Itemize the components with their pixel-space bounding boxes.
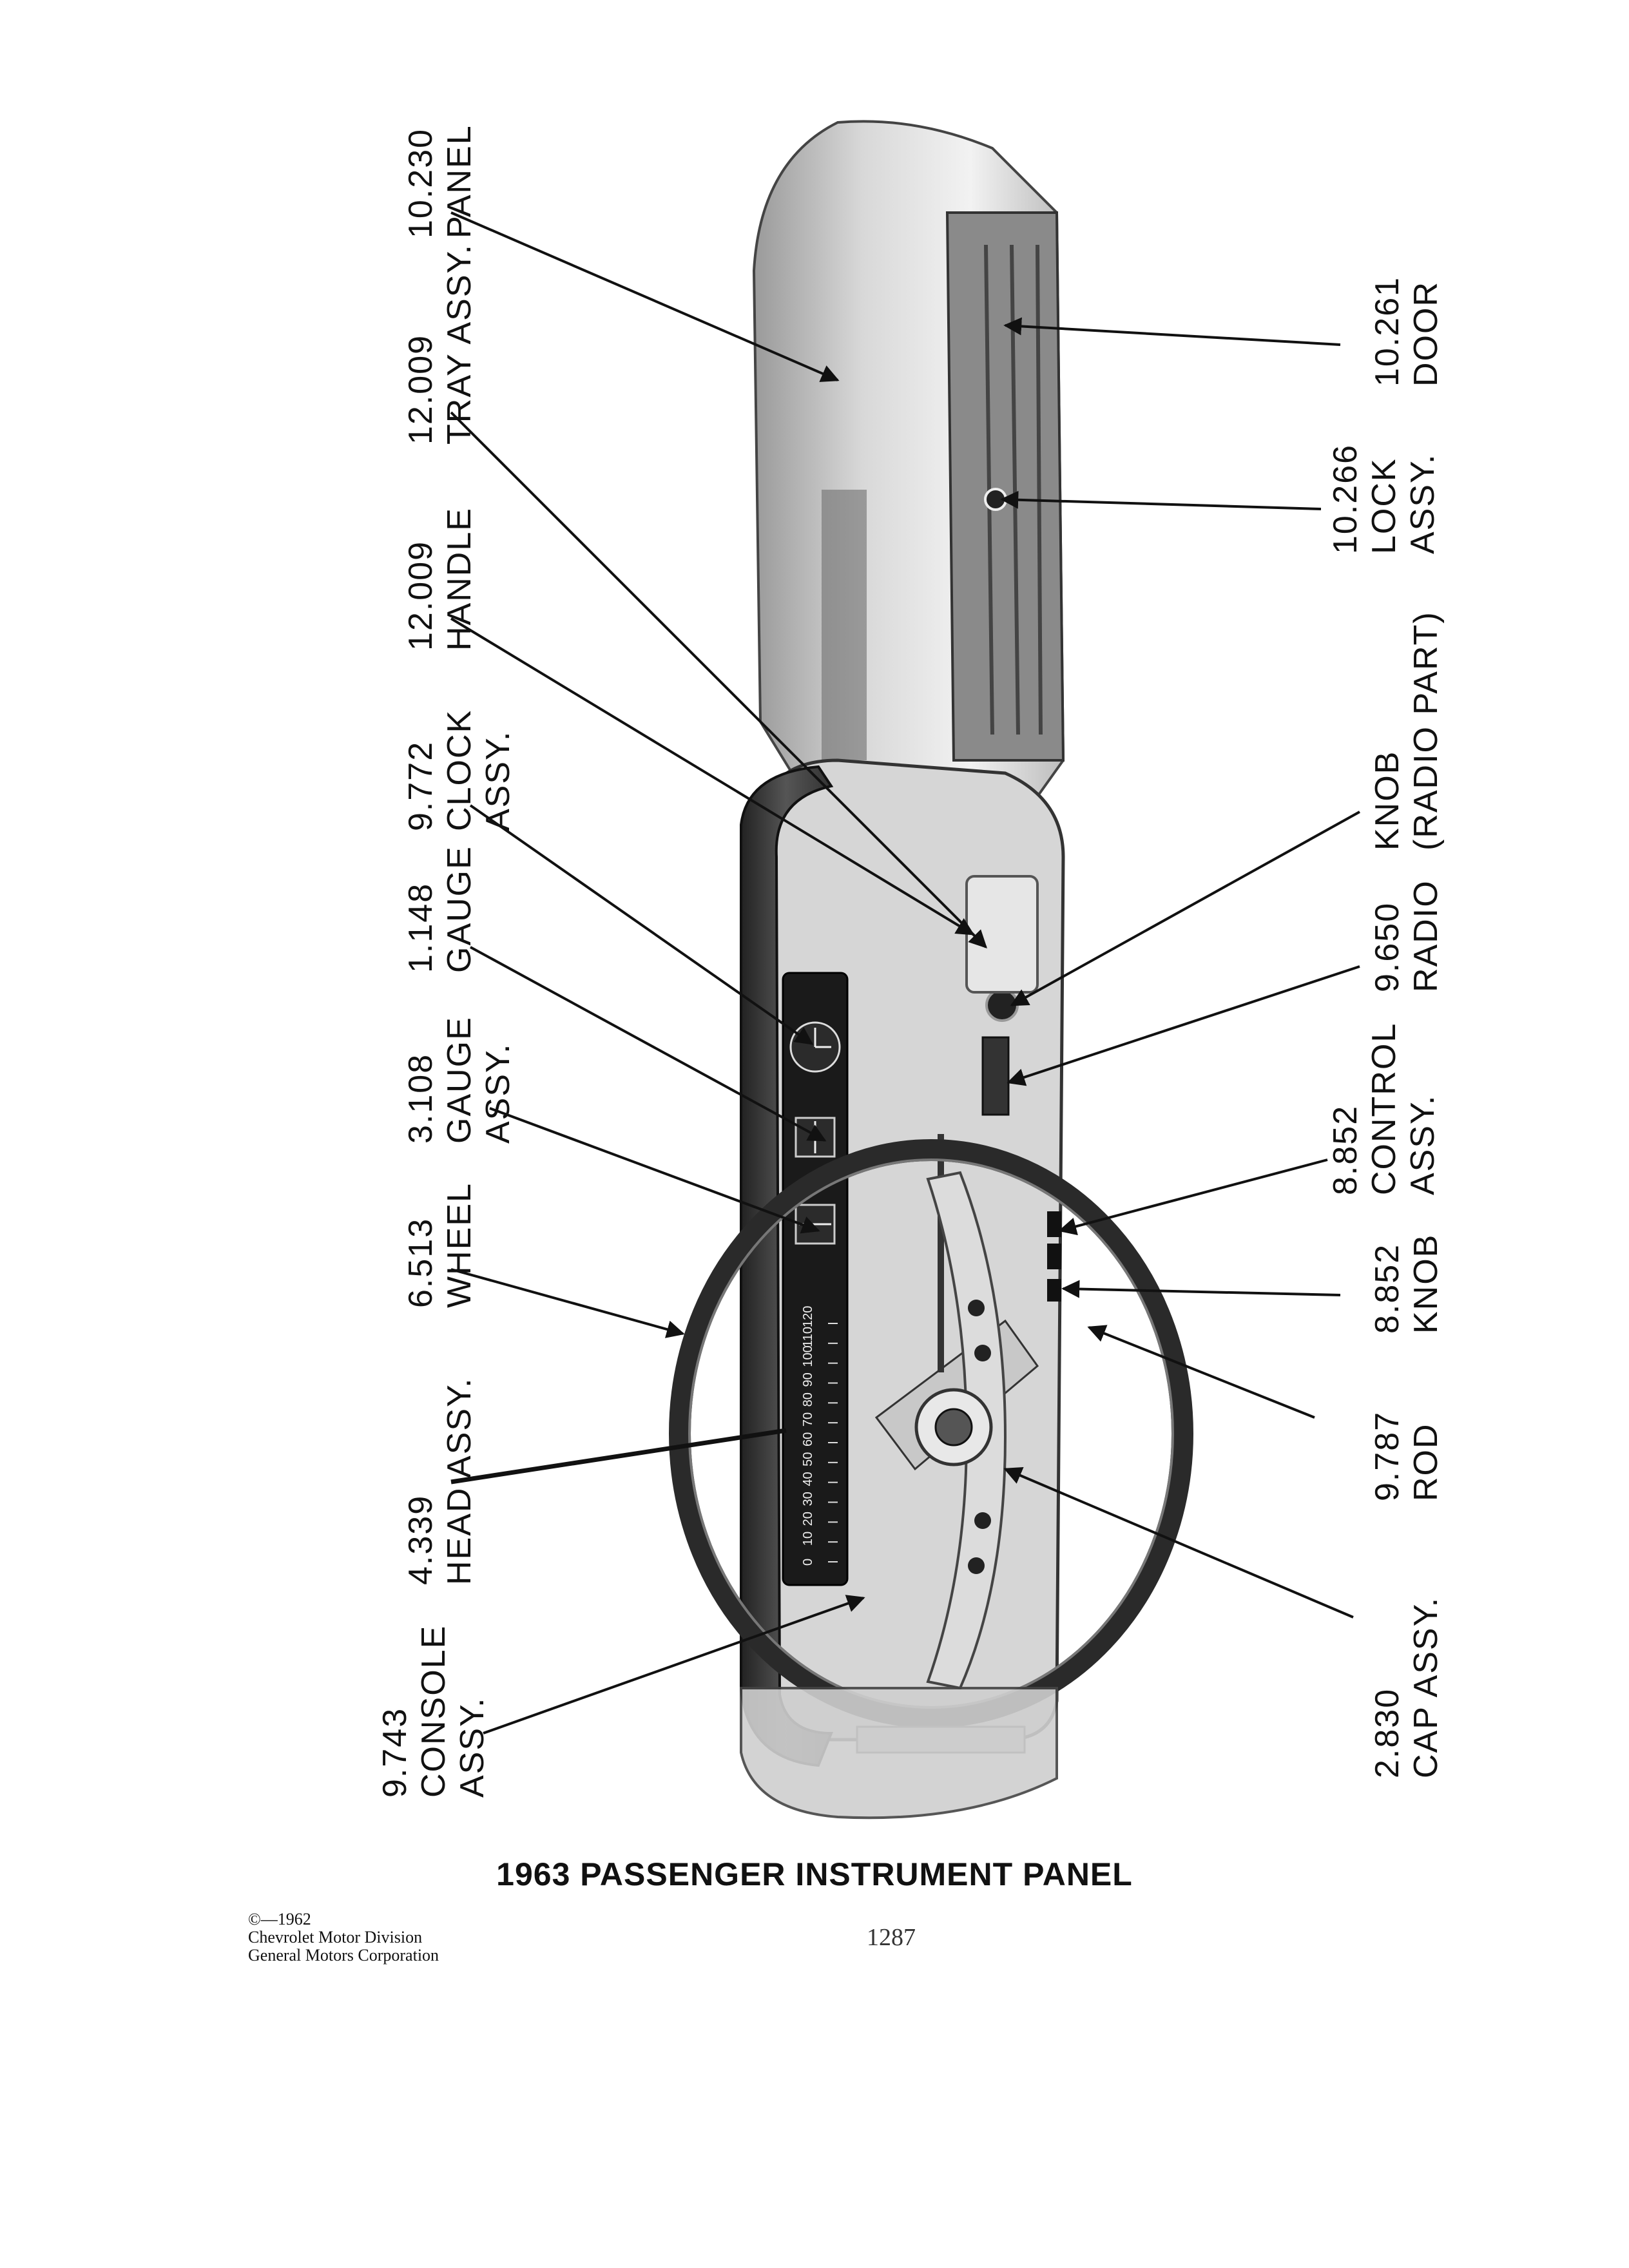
horn-cap-emblem [934,1408,973,1446]
label-tray: 12.009TRAY ASSY. [402,244,478,445]
leader-control [1058,1158,1328,1236]
label-console: 9.743CONSOLEASSY. [376,1625,491,1798]
leader-radio [1007,965,1360,1086]
leader-tray [450,411,987,948]
speedometer-tick-label: 110 [801,1327,815,1347]
leader-clock [469,804,814,1045]
page-number: 1287 [867,1924,916,1951]
leader-panel [450,211,840,382]
leader-console [483,1595,865,1735]
speedometer-tick-label: 70 [801,1412,815,1427]
speedometer-tick-label: 100 [801,1345,815,1367]
label-radio: 9.650RADIO [1369,879,1445,992]
label-door: 10.261DOOR [1369,276,1445,387]
part-labels: 10.230PANEL 12.009TRAY ASSY. 12.009HANDL… [376,124,1445,1798]
speedometer-tick-label: 90 [801,1372,815,1387]
label-rod: 9.787ROD [1369,1411,1445,1501]
glove-box-area [945,211,1065,762]
radio-dial [981,1036,1010,1116]
label-head: 4.339HEAD ASSY. [402,1377,478,1585]
speedometer-tick-label: 80 [801,1392,815,1407]
leader-lines [450,211,1360,1735]
leader-gauge3108 [489,1107,820,1234]
figure-caption: 1963 PASSENGER INSTRUMENT PANEL [496,1856,1133,1892]
leader-wheel [450,1268,685,1338]
label-gauge1148: 1.148GAUGE [402,845,478,973]
leader-cap [1003,1466,1354,1619]
label-control: 8.852CONTROLASSY. [1327,1023,1441,1195]
label-gauge3108: 3.108GAUGEASSY. [402,1016,517,1144]
credit-line-2: Chevrolet Motor Division [248,1928,423,1946]
speaker-grille [822,490,867,760]
leader-head [450,1428,787,1485]
speedometer-tick-label: 50 [801,1452,815,1466]
leader-knob [1061,1280,1341,1298]
leader-gauge1148 [470,946,827,1142]
speedometer-tick-label: 120 [801,1306,815,1327]
label-panel: 10.230PANEL [402,124,478,238]
leader-rod [1087,1325,1315,1419]
speedometer-tick-label: 40 [801,1472,815,1486]
label-lock: 10.266LOCKASSY. [1327,444,1441,554]
leader-lock [1000,490,1322,510]
label-radioknob: KNOB(RADIO PART) [1369,611,1445,850]
copyright-credit: ©—1962 Chevrolet Motor Division General … [248,1910,439,1965]
speedometer-tick-label: 0 [801,1559,815,1566]
credit-line-3: General Motors Corporation [248,1946,439,1965]
leader-door [1003,317,1341,346]
leader-radioknob [1010,811,1360,1006]
label-cap: 2.830CAP ASSY. [1369,1597,1445,1778]
label-wheel: 6.513WHEEL [402,1182,478,1308]
speedometer-tick-label: 60 [801,1432,815,1446]
credit-line-1: ©—1962 [248,1910,311,1928]
label-knob: 8.852KNOB [1369,1234,1445,1334]
label-clock: 9.772CLOCKASSY. [402,709,517,831]
spoke-holes [968,1300,991,1574]
speedometer-tick-label: 10 [801,1532,815,1546]
radio-faceplate [965,875,1039,994]
leader-handle [450,617,975,936]
speedometer-tick-label: 20 [801,1512,815,1526]
clock-face [789,1021,841,1073]
heater-control-levers [1047,1211,1061,1302]
label-handle: 12.009HANDLE [402,507,478,651]
speedometer-tick-label: 30 [801,1492,815,1506]
fuel-gauge [795,1117,836,1158]
console [740,1687,1058,1820]
